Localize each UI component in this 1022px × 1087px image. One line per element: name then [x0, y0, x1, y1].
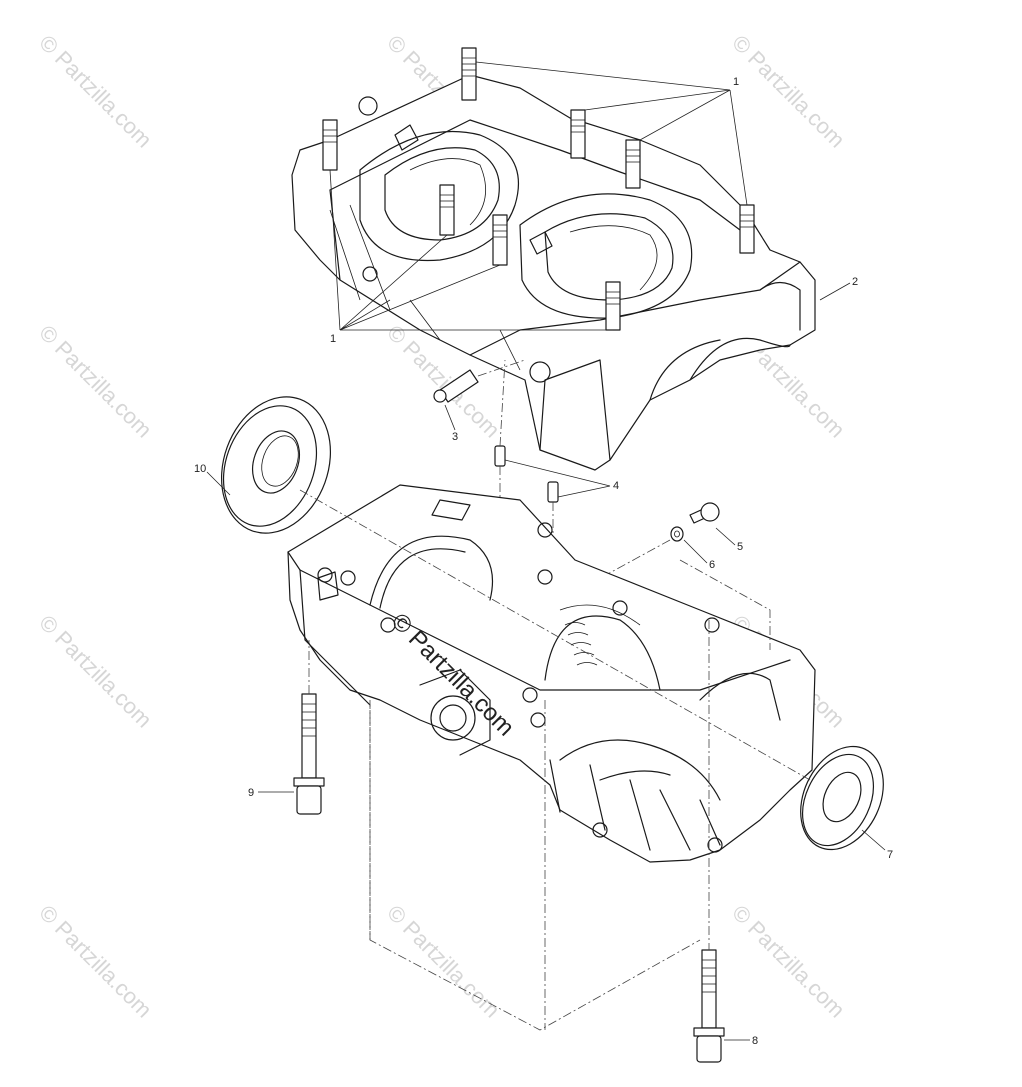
oil-seal — [800, 745, 884, 851]
lower-crankcase — [287, 484, 816, 863]
bolt — [293, 693, 325, 815]
dowel-pin — [494, 359, 559, 545]
fitting — [433, 359, 526, 403]
callout-numbers: 1 1 2 3 4 5 6 7 8 9 10 — [194, 76, 893, 1047]
callout-label: 8 — [752, 1035, 758, 1047]
callout-label: 10 — [194, 463, 206, 475]
assembly-lines — [299, 489, 811, 1031]
bolt — [689, 502, 720, 524]
callout-label: 2 — [852, 276, 858, 288]
callout-label: 4 — [613, 480, 619, 492]
callout-label: 5 — [737, 541, 743, 553]
bolt — [693, 949, 725, 1063]
callout-label: 3 — [452, 431, 458, 443]
callout-label: 1 — [330, 333, 336, 345]
upper-crankcase — [291, 47, 816, 471]
callout-leaders — [206, 61, 886, 1041]
stud — [322, 47, 755, 331]
washer — [670, 526, 684, 542]
oil-seal — [220, 396, 332, 534]
callout-label: 9 — [248, 787, 254, 799]
callout-label: 7 — [887, 849, 893, 861]
callout-label: 6 — [709, 559, 715, 571]
callout-label: 1 — [733, 76, 739, 88]
